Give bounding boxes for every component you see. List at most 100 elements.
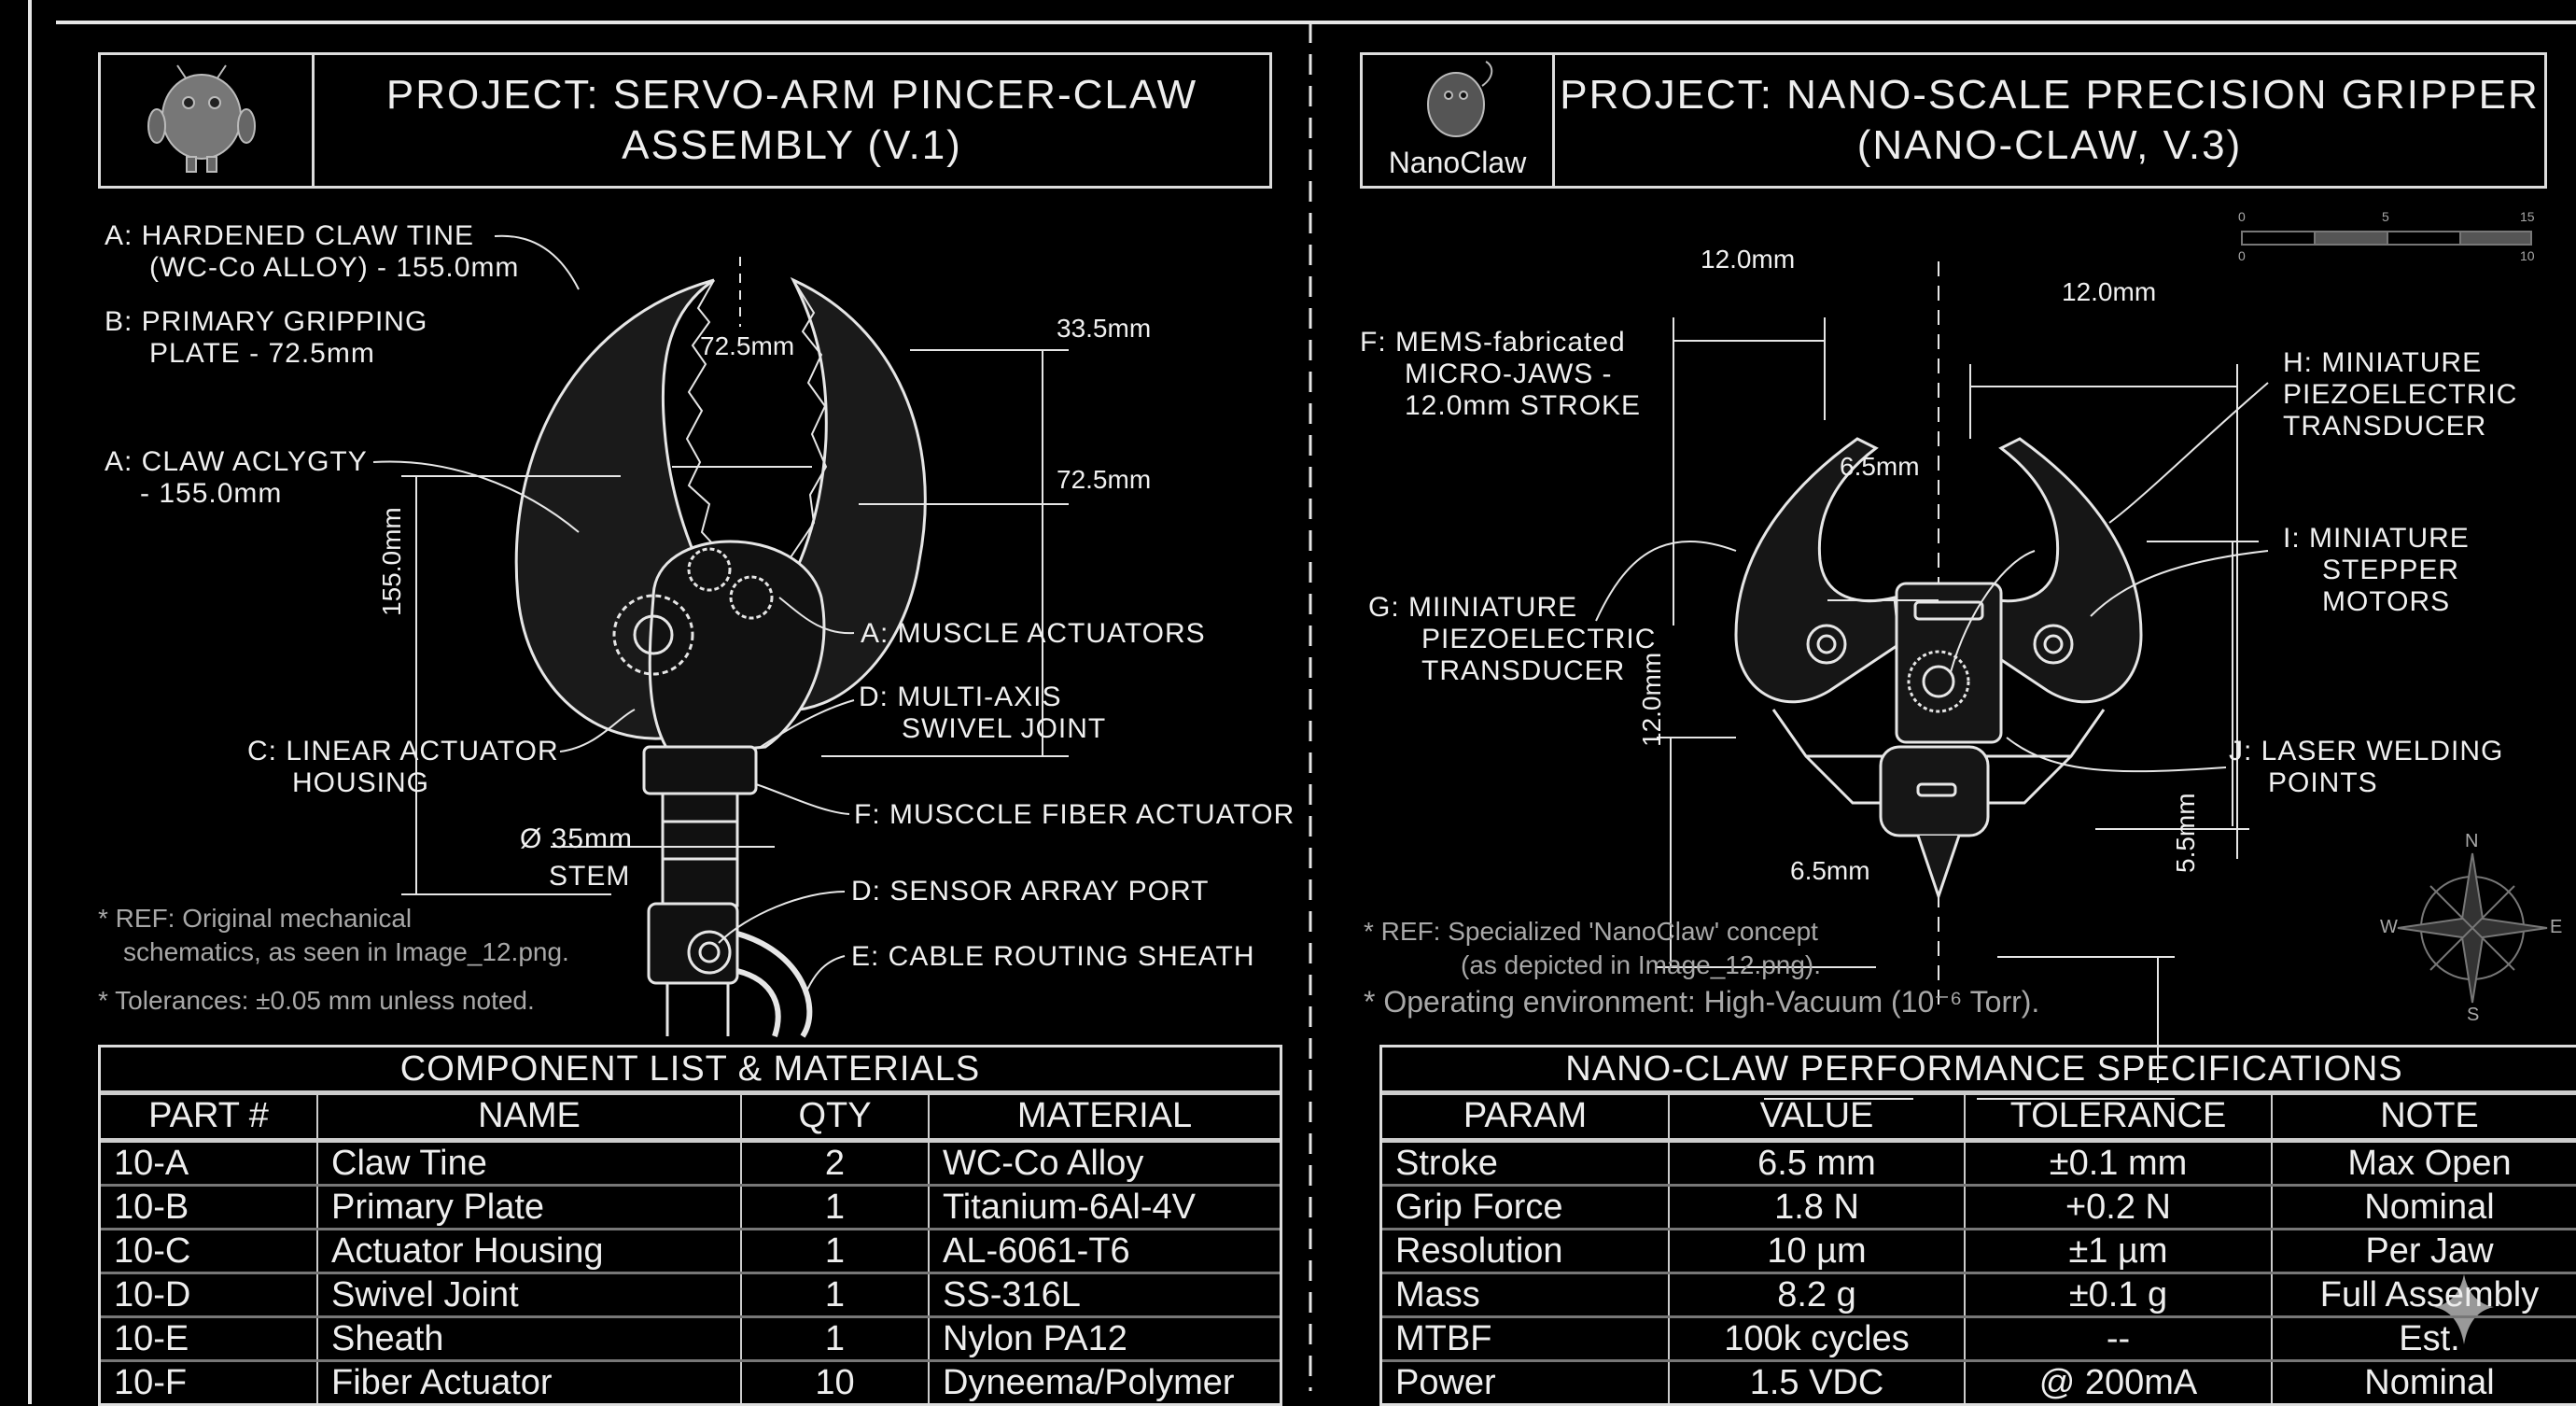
left-tine-serrated-edge	[685, 279, 729, 561]
table-cell: Per Jaw	[2365, 1231, 2494, 1271]
label-g-transducer: TRANSDUCER	[1421, 655, 1626, 686]
label-micro-jaws: MICRO-JAWS -	[1405, 359, 1613, 389]
android-logo-cell	[101, 55, 315, 186]
small-gear-icon	[729, 575, 774, 620]
nano-claw-drawing	[1595, 231, 2548, 1344]
leader-line	[755, 783, 850, 815]
scale-bar	[2241, 231, 2532, 246]
label-primary-gripping-plate: B: PRIMARY GRIPPING	[105, 306, 428, 337]
dim-body-height: 12.0mm	[1637, 652, 1666, 747]
table-cell: Nylon PA12	[943, 1319, 1127, 1358]
table-cell: Nominal	[2364, 1363, 2495, 1402]
compass-w: W	[2380, 917, 2398, 937]
table-cell: 10	[742, 1362, 930, 1403]
table-cell: 1	[742, 1274, 930, 1315]
mascot-eye	[1459, 91, 1468, 100]
label-housing: HOUSING	[292, 767, 430, 798]
scale-bar-segment	[2459, 231, 2532, 246]
table-cell: 10-D	[101, 1274, 318, 1315]
dim-height: 155.0mm	[377, 507, 406, 616]
left-pivot-inner	[1816, 634, 1837, 654]
swivel-collar	[642, 745, 758, 795]
robot-eye	[182, 96, 195, 109]
table-cell: 1	[742, 1230, 930, 1272]
table-cell: Swivel Joint	[318, 1274, 742, 1315]
compass-e: E	[2550, 917, 2563, 937]
sparkle-icon	[2434, 1274, 2494, 1344]
table-cell: Titanium-6Al-4V	[943, 1188, 1197, 1227]
label-i-motors: MOTORS	[2322, 586, 2451, 617]
mascot-body	[1427, 72, 1485, 137]
housing-slot	[1913, 600, 1984, 621]
robot-arm	[237, 108, 256, 144]
left-project-title: PROJECT: SERVO-ARM PINCER-CLAW ASSEMBLY …	[315, 55, 1269, 186]
leader-line	[2090, 550, 2269, 617]
right-tine-serrated-edge	[788, 279, 828, 561]
nanoclaw-mascot-logo	[1427, 61, 1493, 137]
label-stem: STEM	[549, 861, 631, 892]
dim-tip-height: 5.5mm	[2171, 793, 2200, 873]
table-cell: 10-F	[101, 1362, 318, 1403]
dim-upper: 33.5mm	[1057, 314, 1152, 343]
right-pivot-inner	[2043, 634, 2064, 654]
table-cell: Sheath	[318, 1318, 742, 1359]
leader-line	[559, 709, 636, 752]
left-micro-jaw	[1734, 437, 1901, 704]
dim-lower: 72.5mm	[1057, 465, 1152, 494]
antenna	[216, 64, 227, 80]
table-cell: 10-B	[101, 1187, 318, 1228]
table-cell: Actuator Housing	[318, 1230, 742, 1272]
scale-label-10: 10	[2520, 248, 2535, 263]
nanoclaw-logo-cell: NanoClaw	[1363, 55, 1555, 186]
note-ref-2: schematics, as seen in Image_12.png.	[123, 937, 569, 966]
table-cell: Primary Plate	[318, 1187, 742, 1228]
label-j-points: POINTS	[2268, 767, 2378, 798]
table-cell: AL-6061-T6	[943, 1231, 1130, 1271]
table-cell: ±0.1 g	[1966, 1274, 2273, 1315]
housing-body	[648, 540, 826, 758]
servo-claw-drawing	[372, 234, 1069, 1038]
table-cell: Claw Tine	[318, 1143, 742, 1184]
right-micro-jaw	[1976, 437, 2143, 704]
robot-leg	[206, 156, 217, 173]
table-cell: 1	[742, 1187, 930, 1228]
scale-label-5: 5	[2382, 209, 2389, 224]
leader-line	[806, 955, 846, 991]
label-claw-aclygty: A: CLAW ACLYGTY	[105, 446, 368, 477]
table-cell: 1.8 N	[1670, 1187, 1966, 1228]
leader-line	[760, 699, 855, 748]
note-tolerances: * Tolerances: ±0.05 mm unless noted.	[98, 986, 535, 1015]
robot-leg	[186, 156, 197, 173]
label-h-piezoelectric: PIEZOELECTRIC	[2283, 379, 2518, 410]
column-header: TOLERANCE	[1966, 1095, 2273, 1138]
right-project-title: PROJECT: NANO-SCALE PRECISION GRIPPER (N…	[1555, 55, 2544, 186]
table-cell: 8.2 g	[1670, 1274, 1966, 1315]
table-cell: WC-Co Alloy	[943, 1144, 1144, 1183]
label-g-piezoelectric: PIEZOELECTRIC	[1421, 624, 1657, 654]
compass-rose-icon	[2397, 852, 2548, 1004]
table-cell: Fiber Actuator	[318, 1362, 742, 1403]
table-cell: 10-C	[101, 1230, 318, 1272]
stem	[661, 792, 739, 907]
table-cell: Est.	[2399, 1319, 2460, 1358]
table-cell: --	[1966, 1318, 2273, 1359]
table-cell: MTBF	[1382, 1318, 1670, 1359]
table-cell: Resolution	[1382, 1230, 1670, 1272]
left-title-line-2: ASSEMBLY (V.1)	[622, 122, 962, 168]
label-h-miniature: H: MINIATURE	[2283, 347, 2483, 378]
column-header: NAME	[318, 1095, 742, 1138]
table-cell: Dyneema/Polymer	[943, 1363, 1235, 1402]
dim-tip-width: 6.5mm	[1790, 856, 1870, 885]
table-cell: ±1 µm	[1966, 1230, 2273, 1272]
tip-slot	[1916, 782, 1957, 797]
